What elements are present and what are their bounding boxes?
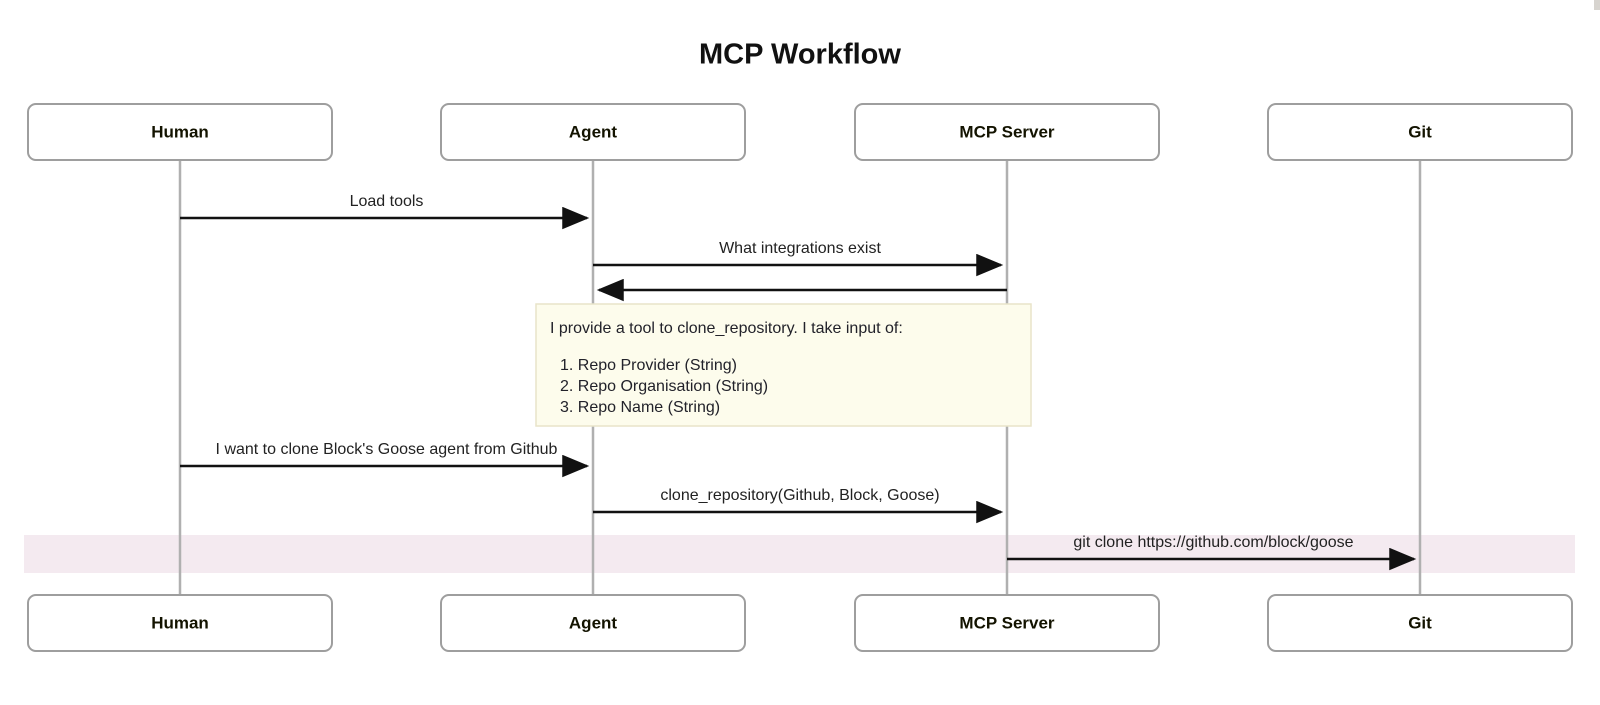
message-label: I want to clone Block's Goose agent from… [216,441,558,458]
participant-human-bottom[interactable]: Human [27,594,333,652]
message-label: Load tools [350,193,424,210]
participant-label: Git [1408,122,1432,141]
message-label: clone_repository(Github, Block, Goose) [660,487,939,504]
participant-box[interactable] [440,594,746,652]
participant-agent-bottom[interactable]: Agent [440,594,746,652]
highlight-band-layer [24,535,1575,573]
message-m4: I want to clone Block's Goose agent from… [180,441,590,478]
message-label: What integrations exist [719,240,881,257]
message-m6: git clone https://github.com/block/goose [1007,534,1417,571]
participant-box[interactable] [27,594,333,652]
participant-label: Agent [569,122,618,141]
message-m2: What integrations exist [593,240,1004,277]
participant-git-bottom[interactable]: Git [1267,594,1573,652]
participant-human-top[interactable]: Human [27,103,333,161]
participant-label: MCP Server [959,122,1055,141]
note-line: 1. Repo Provider (String) [560,357,737,374]
note-line: 2. Repo Organisation (String) [560,378,768,395]
participant-agent-top[interactable]: Agent [440,103,746,161]
participant-label: Human [151,613,209,632]
page-title: MCP Workflow [699,39,901,71]
scrollbar-edge-marker [1594,0,1600,10]
message-label: git clone https://github.com/block/goose [1073,534,1353,551]
note-layer: I provide a tool to clone_repository. I … [535,303,1032,427]
participant-label: MCP Server [959,613,1055,632]
highlight-band [24,535,1575,573]
note-note1: I provide a tool to clone_repository. I … [535,303,1032,427]
message-m5: clone_repository(Github, Block, Goose) [593,487,1004,524]
participant-server-bottom[interactable]: MCP Server [854,594,1160,652]
participant-git-top[interactable]: Git [1267,103,1573,161]
participant-box[interactable] [854,103,1160,161]
participant-box[interactable] [1267,103,1573,161]
participant-box[interactable] [27,103,333,161]
participant-label: Human [151,122,209,141]
participant-box[interactable] [1267,594,1573,652]
participant-box[interactable] [440,103,746,161]
message-m1: Load tools [180,193,590,230]
participant-label: Git [1408,613,1432,632]
note-line: 3. Repo Name (String) [560,399,720,416]
participant-label: Agent [569,613,618,632]
note-line: I provide a tool to clone_repository. I … [550,320,903,337]
note-box [535,303,1032,427]
participant-box[interactable] [854,594,1160,652]
participant-server-top[interactable]: MCP Server [854,103,1160,161]
